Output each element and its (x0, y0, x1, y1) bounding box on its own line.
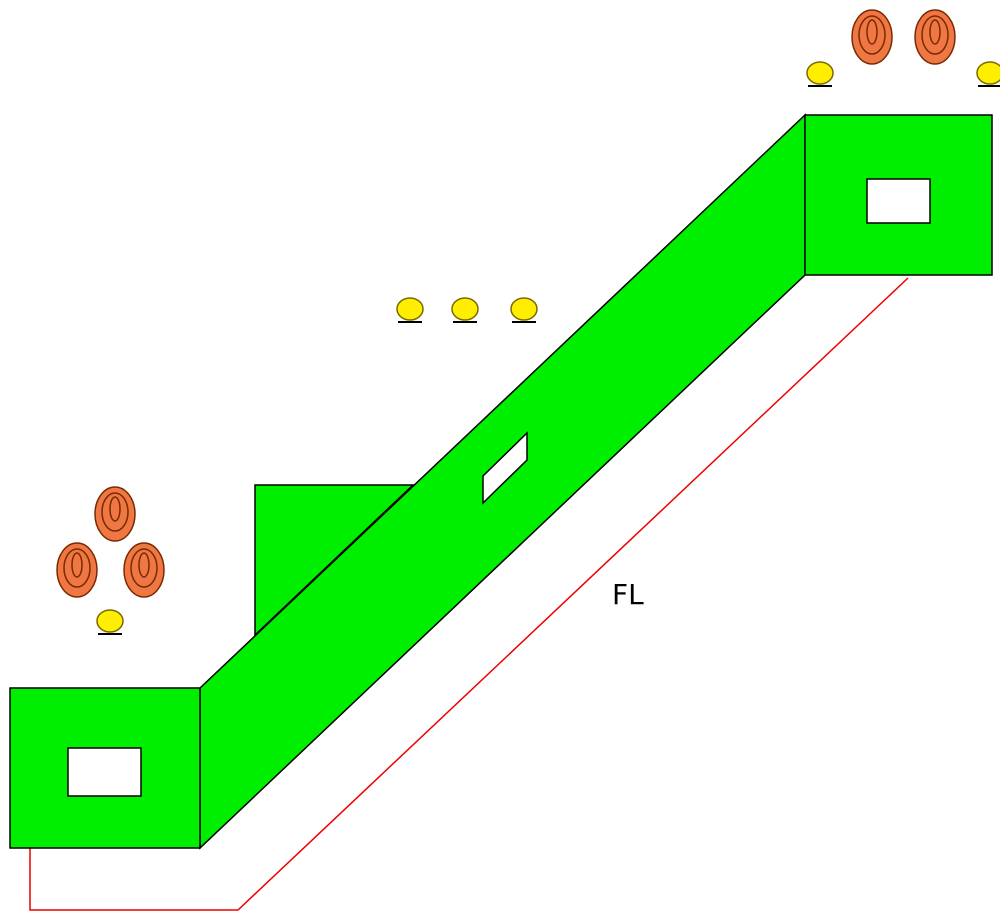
orange-speaker-icon (94, 486, 136, 542)
yellow-light-icon (96, 609, 124, 635)
yellow-light-icon (976, 61, 1000, 87)
orange-speaker-icon (914, 9, 956, 65)
top-landing-window (866, 178, 931, 224)
lights (96, 61, 1000, 635)
orange-speaker-icon (851, 9, 893, 65)
orange-speaker-icon (123, 542, 165, 598)
incline-window (482, 431, 528, 505)
yellow-light-icon (451, 297, 479, 323)
yellow-light-icon (510, 297, 538, 323)
yellow-light-icon (396, 297, 424, 323)
bottom-landing-window (67, 747, 142, 797)
yellow-light-icon (806, 61, 834, 87)
floor-line (29, 277, 909, 911)
orange-speaker-icon (56, 542, 98, 598)
floor-line-label: FL (612, 578, 644, 611)
speakers (56, 9, 956, 598)
